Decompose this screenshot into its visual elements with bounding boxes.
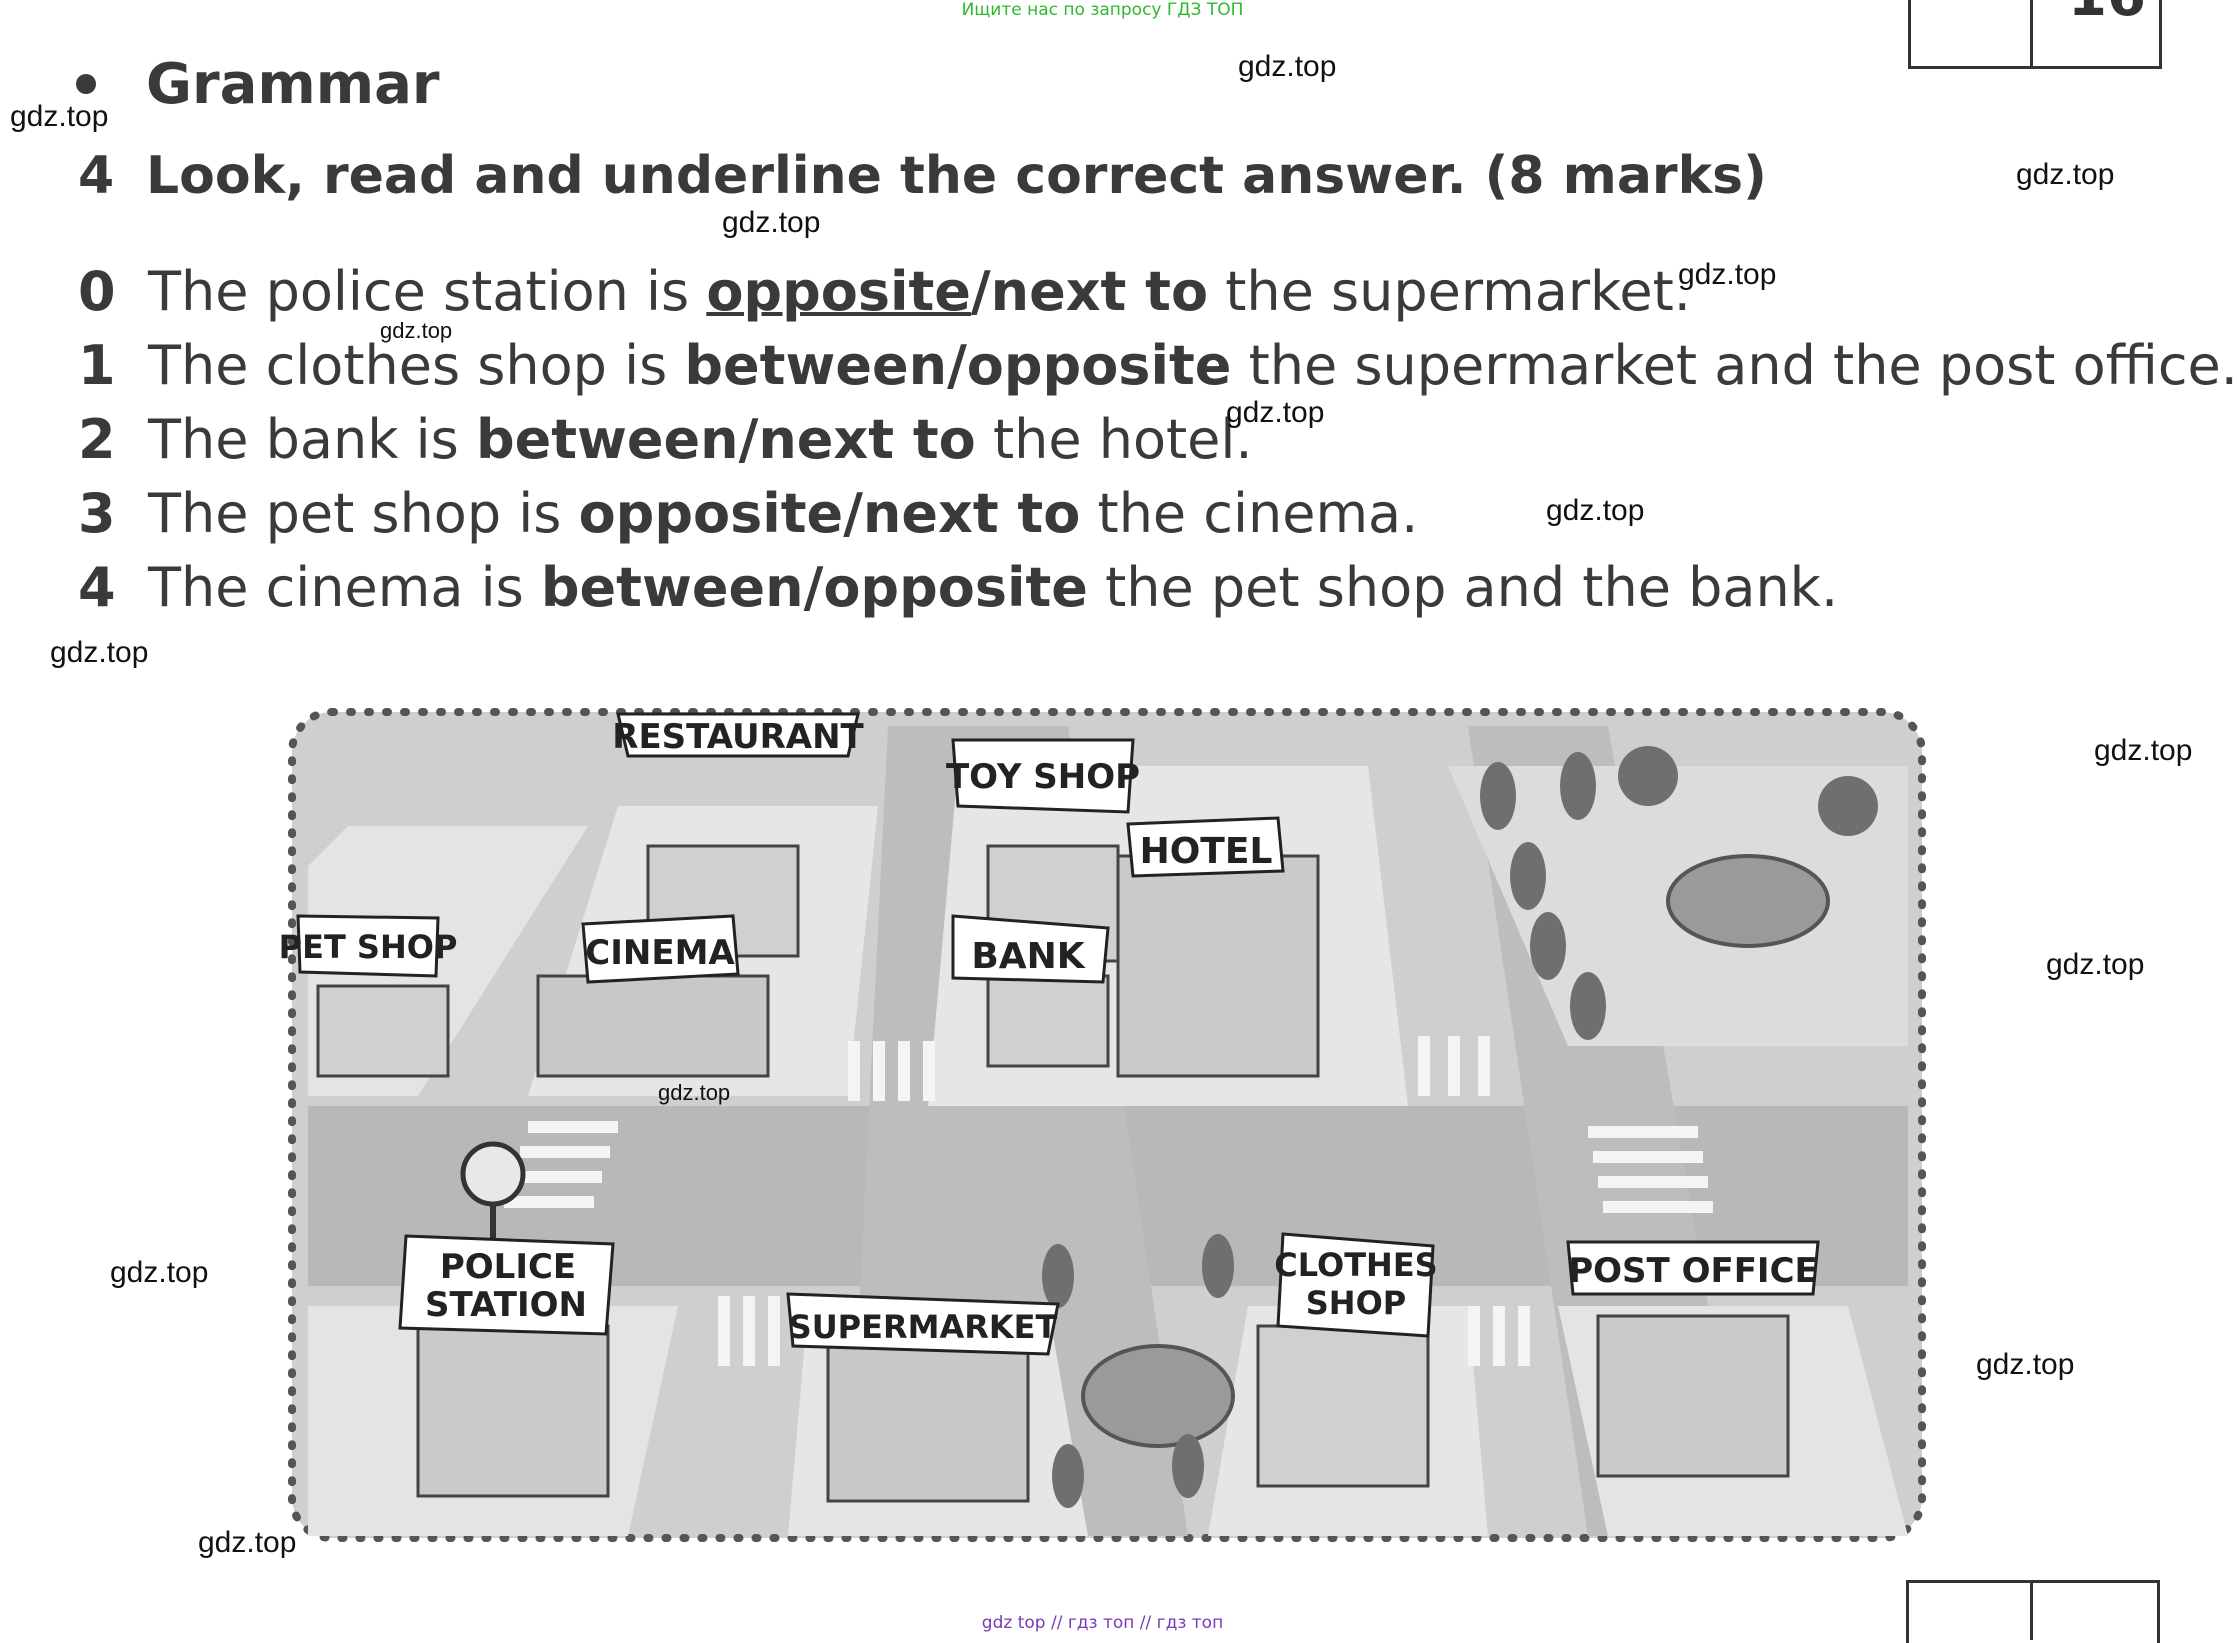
task-instruction: Look, read and underline the correct ans… xyxy=(146,146,1767,206)
answer-option[interactable]: next to xyxy=(862,482,1081,545)
answer-option[interactable]: opposite xyxy=(578,482,844,545)
answer-option-underlined[interactable]: opposite xyxy=(706,260,971,323)
post-office-building xyxy=(1596,1314,1790,1478)
section-title: Grammar xyxy=(146,52,440,117)
cinema-building xyxy=(536,974,770,1078)
watermark: gdz.top xyxy=(2094,734,2193,767)
svg-text:STATION: STATION xyxy=(425,1285,587,1325)
bottom-banner: gdz top // гдз топ // гдз топ xyxy=(981,1613,1224,1633)
page-number: 16 xyxy=(2068,0,2146,29)
exercise-item-4: 4 The cinema is between/opposite the pet … xyxy=(78,556,1838,619)
label-cinema: CINEMA xyxy=(581,914,740,984)
item-text: The pet shop is xyxy=(148,482,579,545)
watermark: gdz.top xyxy=(2016,158,2115,191)
town-map: RESTAURANT TOY SHOP HOTEL PET SHOP CINEM… xyxy=(279,706,1928,1544)
supermarket-building xyxy=(826,1334,1030,1503)
hotel-building xyxy=(1116,854,1320,1078)
option-separator: / xyxy=(803,556,824,619)
answer-option[interactable]: between xyxy=(684,334,948,397)
svg-text:HOTEL: HOTEL xyxy=(1140,831,1273,872)
answer-option[interactable]: opposite xyxy=(823,556,1088,619)
item-text: The bank is xyxy=(148,408,476,471)
watermark: gdz.top xyxy=(1976,1348,2075,1381)
option-separator: / xyxy=(843,482,863,545)
score-box-divider xyxy=(2030,0,2033,66)
bus-stop-sign xyxy=(460,1141,526,1207)
item-text: The police station is xyxy=(148,260,707,323)
pet-shop-building xyxy=(316,984,450,1078)
item-text: the pet shop and the bank. xyxy=(1087,556,1839,619)
item-number: 3 xyxy=(78,482,116,545)
top-banner: Ищите нас по запросу ГДЗ ТОП xyxy=(961,0,1244,20)
trees xyxy=(1042,746,1878,1508)
option-separator: / xyxy=(947,334,967,397)
label-hotel: HOTEL xyxy=(1126,816,1285,878)
police-station-building xyxy=(416,1324,610,1498)
answer-option[interactable]: next to xyxy=(758,408,976,471)
answer-option[interactable]: opposite xyxy=(966,334,1232,397)
exercise-item-3: 3 The pet shop is opposite/next to the ci… xyxy=(78,482,1418,545)
label-restaurant: RESTAURANT xyxy=(612,712,865,758)
item-number: 2 xyxy=(78,408,116,471)
item-text: The cinema is xyxy=(148,556,541,619)
label-bank: BANK xyxy=(951,914,1110,984)
option-separator: / xyxy=(970,260,991,323)
item-number: 0 xyxy=(78,260,116,323)
watermark: gdz.top xyxy=(722,206,821,239)
label-pet-shop: PET SHOP xyxy=(279,914,458,978)
bank-building xyxy=(986,974,1110,1068)
svg-text:BANK: BANK xyxy=(971,936,1085,977)
svg-text:CLOTHES: CLOTHES xyxy=(1274,1246,1437,1284)
answer-option[interactable]: between xyxy=(540,556,804,619)
svg-text:POLICE: POLICE xyxy=(440,1247,576,1287)
section-bullet xyxy=(76,74,96,94)
watermark: gdz.top xyxy=(198,1526,297,1559)
svg-text:RESTAURANT: RESTAURANT xyxy=(612,717,864,757)
item-text: The clothes shop is xyxy=(148,334,685,397)
option-separator: / xyxy=(738,408,759,471)
answer-option[interactable]: between xyxy=(475,408,739,471)
watermark: gdz.top xyxy=(50,636,149,669)
score-box-bottom-divider xyxy=(2030,1580,2033,1640)
svg-text:SUPERMARKET: SUPERMARKET xyxy=(789,1308,1058,1346)
svg-text:TOY SHOP: TOY SHOP xyxy=(946,757,1140,797)
square-pond xyxy=(1081,1344,1235,1448)
task-number: 4 xyxy=(78,146,115,206)
watermark: gdz.top xyxy=(10,100,109,133)
watermark: gdz.top xyxy=(1238,50,1337,83)
label-toy-shop: TOY SHOP xyxy=(946,738,1140,814)
item-number: 1 xyxy=(78,334,116,397)
item-text: the hotel. xyxy=(975,408,1253,471)
item-text: the supermarket. xyxy=(1208,260,1691,323)
watermark: gdz.top xyxy=(1226,396,1325,429)
item-text: the supermarket and the post office. xyxy=(1231,334,2238,397)
svg-text:CINEMA: CINEMA xyxy=(585,933,735,973)
exercise-item-2: 2 The bank is between/next to the hotel. xyxy=(78,408,1253,471)
score-box xyxy=(1908,0,2162,69)
svg-text:SHOP: SHOP xyxy=(1306,1284,1406,1322)
watermark: gdz.top xyxy=(110,1256,209,1289)
exercise-item-1: 1 The clothes shop is between/opposite th… xyxy=(78,334,2238,397)
answer-option[interactable]: next to xyxy=(990,260,1209,323)
watermark: gdz.top xyxy=(380,318,453,343)
park-pond xyxy=(1666,854,1830,948)
svg-text:POST OFFICE: POST OFFICE xyxy=(1568,1251,1818,1291)
label-post-office: POST OFFICE xyxy=(1566,1240,1820,1296)
watermark: gdz.top xyxy=(1546,494,1645,527)
watermark: gdz.top xyxy=(1678,258,1777,291)
watermark: gdz.top xyxy=(2046,948,2145,981)
clothes-shop-building xyxy=(1256,1324,1430,1488)
label-clothes-shop: CLOTHES SHOP xyxy=(1274,1232,1438,1338)
item-number: 4 xyxy=(78,556,116,619)
label-supermarket: SUPERMARKET xyxy=(786,1292,1060,1356)
score-box-bottom xyxy=(1906,1580,2160,1643)
label-police-station: POLICE STATION xyxy=(398,1234,615,1336)
crosswalks xyxy=(504,1036,1713,1366)
watermark: gdz.top xyxy=(658,1080,731,1105)
svg-text:PET SHOP: PET SHOP xyxy=(279,928,458,966)
item-text: the cinema. xyxy=(1080,482,1419,545)
